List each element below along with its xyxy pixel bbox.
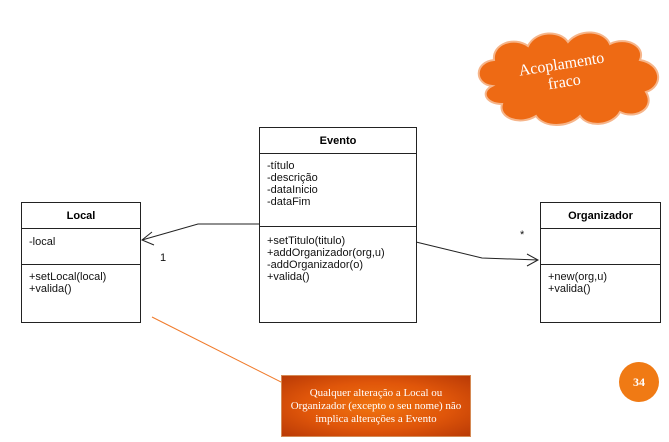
- note-box: Qualquer alteração a Local ou Organizado…: [281, 375, 471, 437]
- attribute: -dataInicio: [267, 184, 318, 196]
- method: +setTitulo(titulo): [267, 235, 346, 247]
- class-organizador-methods: +new(org,u) +valida(): [541, 264, 660, 299]
- multiplicity-organizador: *: [520, 229, 525, 241]
- page-number-badge: 34: [619, 362, 659, 402]
- class-local-attributes: -local: [22, 229, 140, 264]
- cloud-shape: [477, 31, 659, 126]
- class-organizador-name: Organizador: [541, 203, 660, 229]
- attribute: -local: [29, 236, 56, 248]
- note-text: Qualquer alteração a Local ou Organizado…: [290, 386, 462, 425]
- association-evento-organizador: [415, 241, 540, 267]
- association-evento-local: [141, 223, 259, 246]
- method: +addOrganizador(org,u): [267, 247, 385, 259]
- method: +new(org,u): [548, 271, 608, 283]
- method: +valida(): [29, 283, 72, 295]
- note-pointer-line: [151, 316, 284, 384]
- class-local-name: Local: [22, 203, 140, 229]
- class-evento-name: Evento: [260, 128, 416, 154]
- class-organizador[interactable]: Organizador +new(org,u) +valida(): [540, 202, 661, 323]
- class-organizador-attributes: [541, 229, 660, 264]
- class-evento-methods: +setTitulo(titulo) +addOrganizador(org,u…: [260, 226, 416, 287]
- method: +valida(): [548, 283, 591, 295]
- attribute: -dataFim: [267, 196, 311, 208]
- page-number: 34: [633, 374, 645, 389]
- class-evento[interactable]: Evento -título -descrição -dataInicio -d…: [259, 127, 417, 323]
- method: -addOrganizador(o): [267, 259, 363, 271]
- attribute: -título: [267, 160, 295, 172]
- class-evento-attributes: -título -descrição -dataInicio -dataFim: [260, 154, 416, 226]
- class-local-methods: +setLocal(local) +valida(): [22, 264, 140, 299]
- class-local[interactable]: Local -local +setLocal(local) +valida(): [21, 202, 141, 323]
- method: +valida(): [267, 271, 310, 283]
- attribute: -descrição: [267, 172, 318, 184]
- method: +setLocal(local): [29, 271, 107, 283]
- multiplicity-local: 1: [160, 252, 167, 264]
